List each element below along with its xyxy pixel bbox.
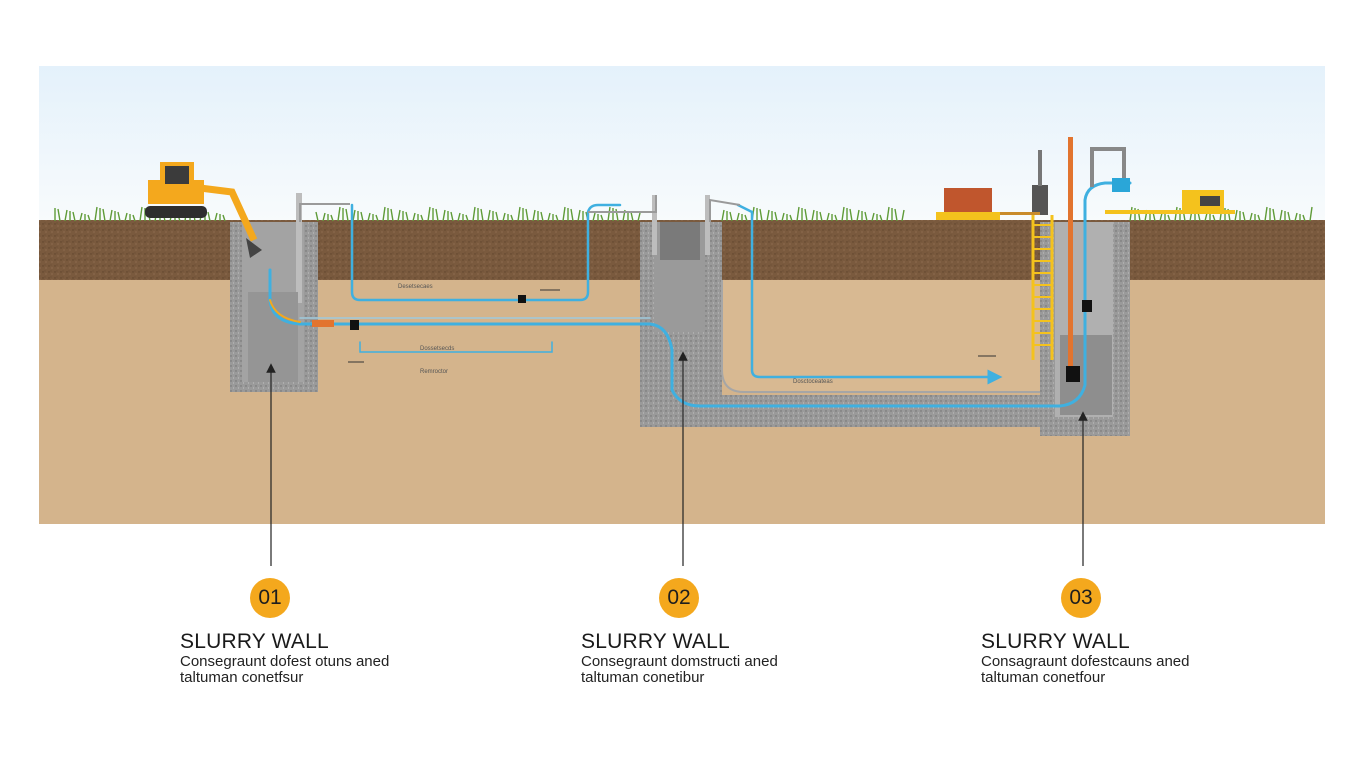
sky	[39, 66, 1325, 222]
step-3-desc-line1: Consagraunt dofestcauns aned	[981, 653, 1190, 670]
grass	[54, 206, 1313, 222]
ladder	[1031, 215, 1054, 360]
step-3-title: SLURRY WALL	[981, 630, 1130, 653]
surface-equipment	[936, 188, 1235, 220]
step-2-desc-line1: Consegraunt domstructi aned	[581, 653, 778, 670]
step-2-badge: 02	[659, 578, 699, 618]
svg-text:Remroctor: Remroctor	[420, 369, 448, 375]
step-1-desc-line1: Consegraunt dofest otuns aned	[180, 653, 390, 670]
svg-text:Desetsecaes: Desetsecaes	[398, 284, 433, 290]
step-2-desc-line2: taltuman conetibur	[581, 669, 705, 686]
step-1-title: SLURRY WALL	[180, 630, 329, 653]
step-1-desc-line2: taltuman conetfsur	[180, 669, 304, 686]
leader-arrows	[266, 351, 1088, 566]
step-1-badge: 01	[250, 578, 290, 618]
excavator	[145, 162, 262, 258]
drill-rig	[1032, 137, 1130, 382]
annotation-labels: Desetsecaes Dossetsecds Remroctor Doscto…	[348, 284, 996, 385]
excavation-trench-2	[640, 195, 1110, 427]
svg-text:Dossetsecds: Dossetsecds	[420, 346, 454, 352]
svg-text:Dosctoceateas: Dosctoceateas	[793, 379, 833, 385]
support-frames	[299, 195, 741, 222]
step-3-badge: 03	[1061, 578, 1101, 618]
step-3-desc-line2: taltuman conetfour	[981, 669, 1106, 686]
step-2-title: SLURRY WALL	[581, 630, 730, 653]
